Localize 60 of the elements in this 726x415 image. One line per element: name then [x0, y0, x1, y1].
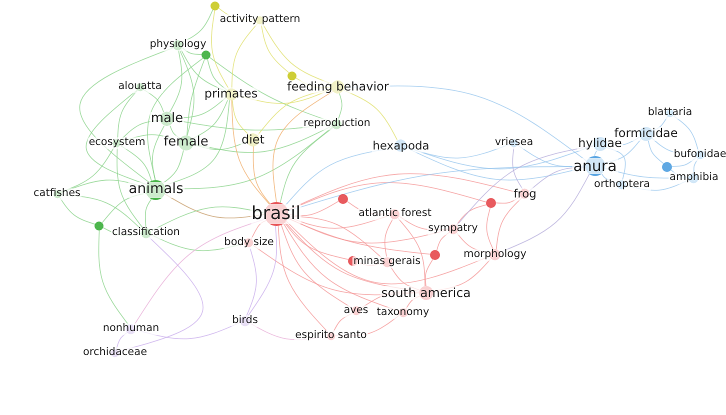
link-curve: [179, 49, 194, 136]
keyword-label: frog: [512, 188, 538, 200]
link-curve: [252, 146, 270, 204]
keyword-label: vriesea: [494, 137, 534, 149]
keyword-label: taxonomy: [376, 307, 430, 319]
link-curve: [456, 204, 487, 226]
link-curve: [512, 146, 524, 190]
link-curve: [486, 207, 494, 250]
link-curve: [384, 218, 394, 258]
keyword-label: minas gerais: [352, 256, 422, 268]
keyword-label: body size: [223, 237, 275, 249]
link-curve: [162, 150, 184, 184]
keyword-label: feeding behavior: [286, 80, 390, 94]
keyword-label: reproduction: [302, 118, 372, 130]
link-curve: [152, 125, 165, 180]
link-curve: [147, 58, 204, 180]
keyword-label: alouatta: [117, 81, 163, 93]
link-curve: [247, 226, 278, 318]
keyword-label: activity pattern: [218, 14, 302, 26]
keyword-label: orthoptera: [593, 179, 651, 191]
link-curve: [116, 146, 144, 230]
keyword-label: morphology: [462, 249, 528, 261]
keyword-label: nonhuman: [102, 323, 160, 335]
keyword-label: amphibia: [668, 172, 720, 184]
link-curve: [424, 259, 434, 286]
link-curve: [232, 99, 250, 136]
link-curve: [284, 222, 349, 260]
link-curve: [231, 100, 270, 204]
keyword-label: male: [150, 112, 184, 126]
keyword-label: brasil: [250, 204, 302, 224]
keyword-label: diet: [240, 133, 266, 147]
keyword-label: primates: [203, 87, 259, 101]
keyword-label: animals: [128, 182, 184, 198]
link-curve: [246, 246, 257, 317]
link-curve: [186, 58, 206, 136]
keyword-label: sympatry: [427, 223, 479, 235]
link-curve: [211, 10, 230, 89]
keyword-label: orchidaceae: [82, 347, 148, 359]
keyword-label: anura: [572, 158, 618, 174]
keyword-label: classification: [111, 227, 181, 239]
keyword-label: south america: [380, 286, 472, 300]
keyword-label: physiology: [148, 39, 208, 51]
keyword-label: espirito santo: [294, 330, 368, 342]
keyword-label: aves: [342, 305, 370, 317]
link-curve: [397, 218, 426, 287]
link-curve: [169, 50, 182, 113]
keyword-label: bufonidae: [672, 149, 726, 161]
link-curve: [338, 92, 342, 120]
link-curve: [98, 230, 129, 326]
link-curve: [144, 198, 152, 228]
keyword-label: formicidae: [613, 127, 679, 141]
keyword-label: catfishes: [32, 188, 82, 200]
keyword-label: hylidae: [577, 137, 623, 151]
link-curve: [648, 140, 664, 164]
keyword-label: hexapoda: [372, 140, 430, 152]
keyword-label: female: [162, 136, 210, 150]
keyword-label: birds: [231, 315, 259, 327]
keyword-label: blattaria: [646, 107, 694, 119]
keyword-label: ecosystem: [88, 137, 146, 149]
keyword-label: atlantic forest: [358, 208, 432, 220]
